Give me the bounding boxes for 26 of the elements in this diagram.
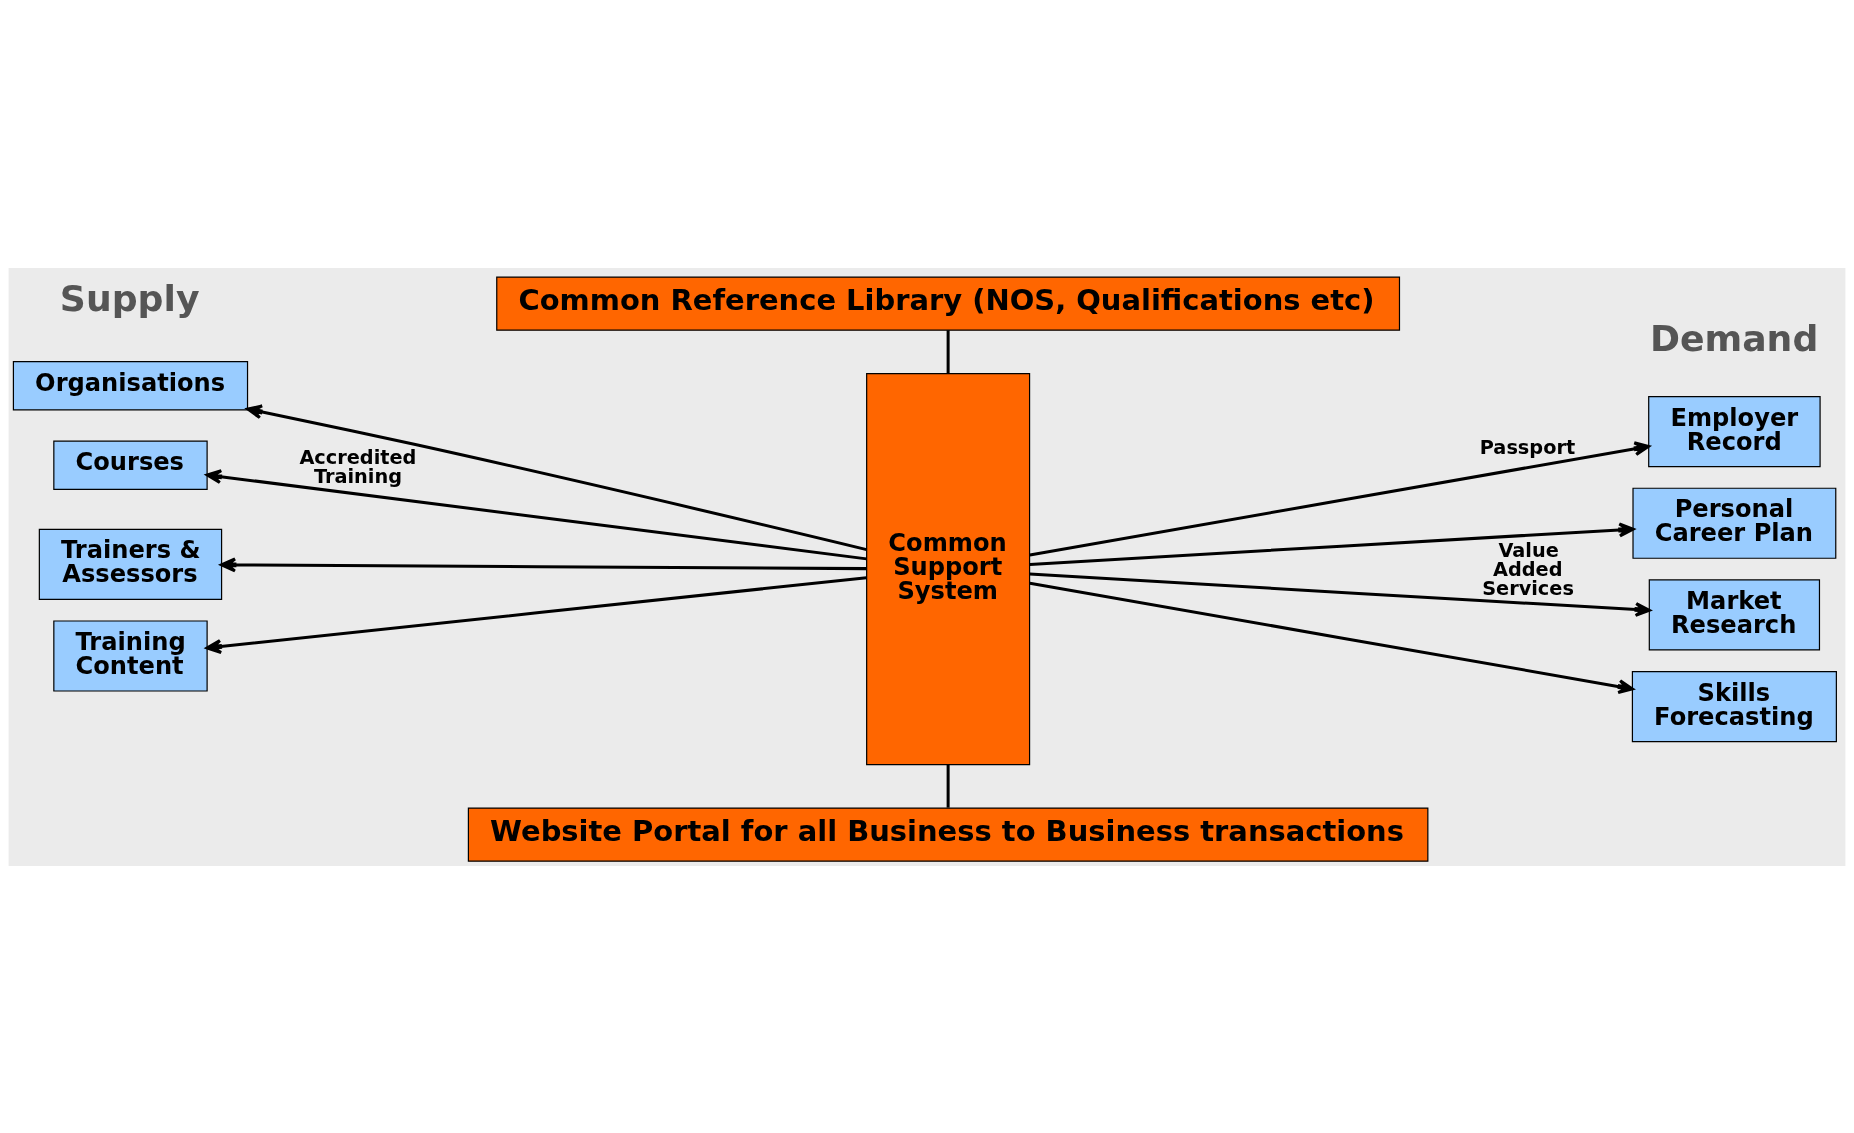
arrow bbox=[220, 556, 867, 572]
node-box: Market Research bbox=[1648, 578, 1821, 651]
label: Demand bbox=[1649, 316, 1819, 360]
arrow bbox=[1029, 571, 1651, 617]
node-box: Organisations bbox=[12, 360, 249, 410]
node-box: Common Support System bbox=[866, 372, 1031, 765]
label: Supply bbox=[59, 276, 200, 320]
node-box: Courses bbox=[53, 440, 208, 490]
arrow bbox=[205, 575, 867, 654]
node-box: Training Content bbox=[53, 619, 208, 692]
edge-label: Passport bbox=[1479, 435, 1576, 459]
node-box: Trainers & Assessors bbox=[38, 528, 223, 600]
arrow bbox=[1029, 581, 1634, 694]
edge-label: Value Added Services bbox=[1482, 538, 1574, 600]
arrow bbox=[1029, 521, 1635, 566]
arrow bbox=[1029, 440, 1650, 556]
node-box: Personal Career Plan bbox=[1632, 487, 1837, 559]
arrow bbox=[205, 468, 867, 560]
node-box: Website Portal for all Business to Business transactions bbox=[467, 806, 1429, 862]
edge-label: Accredited Training bbox=[299, 445, 417, 488]
node-box: Common Reference Library (NOS, Qualifications etc) bbox=[496, 275, 1401, 331]
connector bbox=[946, 764, 950, 808]
node-box: Skills Forecasting bbox=[1631, 670, 1837, 742]
node-box: Employer Record bbox=[1648, 395, 1821, 467]
connector bbox=[946, 329, 950, 373]
arrow bbox=[246, 403, 867, 551]
